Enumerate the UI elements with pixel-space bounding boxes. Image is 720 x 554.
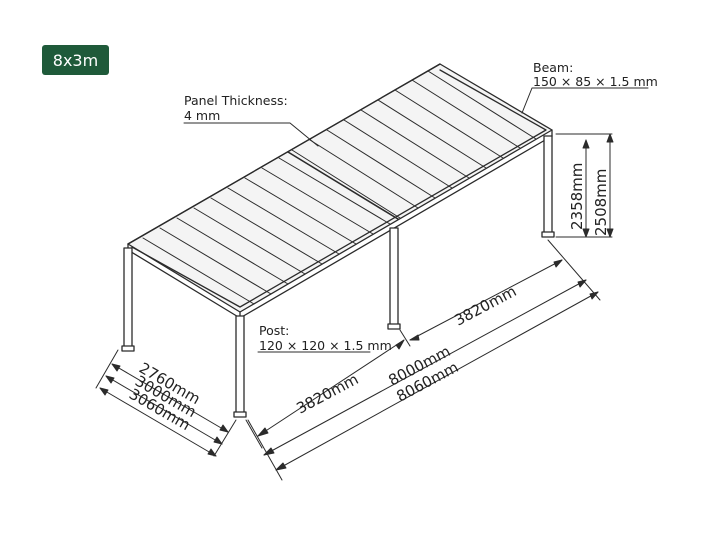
post-front-left: [123, 247, 133, 349]
post-title: Post:: [259, 323, 289, 338]
roof-frame: [127, 63, 553, 319]
height-outer-label: 2508mm: [592, 169, 610, 236]
height-inner-label: 2358mm: [568, 163, 586, 230]
span-left-label: 3820mm: [293, 370, 361, 418]
beam-title: Beam:: [533, 60, 573, 75]
beam-value: 150 × 85 × 1.5 mm: [533, 74, 658, 89]
span-right-label: 3820mm: [451, 282, 519, 330]
size-badge: 8x3m: [42, 45, 109, 75]
height-dimensions: [555, 133, 614, 238]
post-back: [543, 135, 553, 235]
width-dimensions: [95, 349, 237, 457]
posts: [121, 135, 555, 418]
post-value: 120 × 120 × 1.5 mm: [259, 338, 392, 353]
post-front-right: [235, 315, 245, 415]
post-middle: [389, 227, 399, 327]
leader-lines: [183, 87, 649, 353]
roof-panels: [142, 70, 537, 305]
panel-thickness-title: Panel Thickness:: [184, 93, 288, 108]
length-dimensions: [245, 239, 601, 481]
panel-thickness-value: 4 mm: [184, 108, 220, 123]
